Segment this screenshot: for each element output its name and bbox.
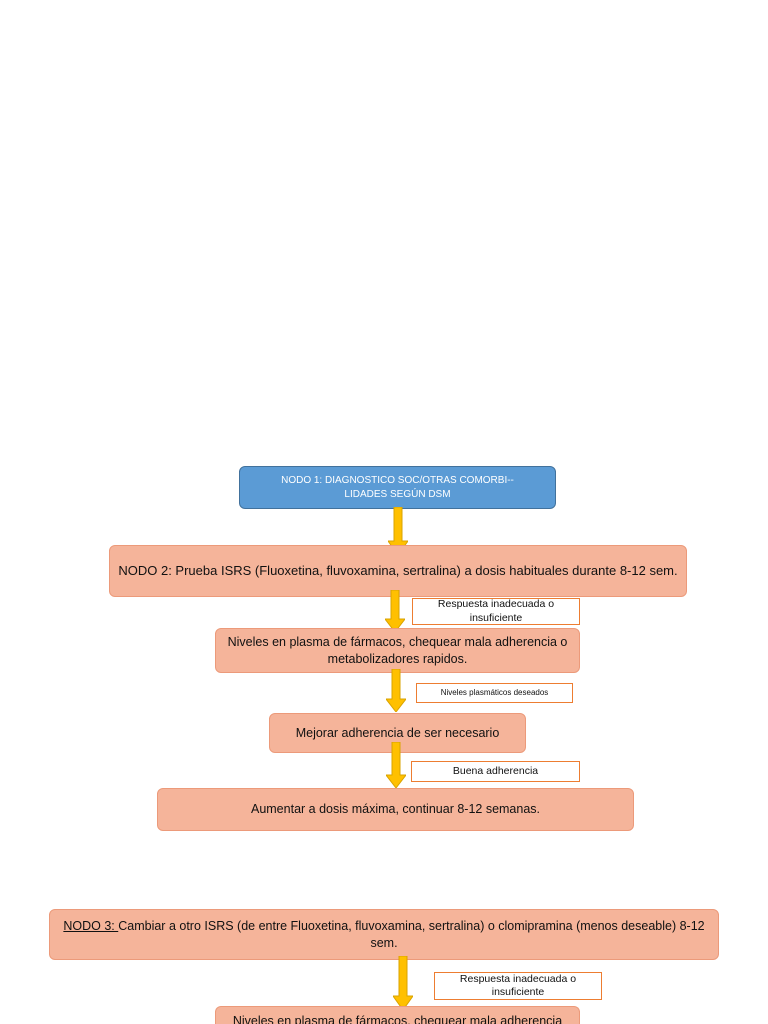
arrow-down-icon <box>386 742 406 788</box>
node-nodo-2: NODO 2: Prueba ISRS (Fluoxetina, fluvoxa… <box>109 545 687 597</box>
node-nodo-2-text: NODO 2: Prueba ISRS (Fluoxetina, fluvoxa… <box>118 563 678 579</box>
node-mejorar-adherencia-text: Mejorar adherencia de ser necesario <box>295 725 500 740</box>
edge-label-respuesta-inadecuada-2: Respuesta inadecuada o insuficiente <box>434 972 602 1000</box>
node-nodo-3: NODO 3: Cambiar a otro ISRS (de entre Fl… <box>49 909 719 960</box>
node-aumentar-dosis-text: Aumentar a dosis máxima, continuar 8-12 … <box>250 802 541 817</box>
node-niveles-plasma-text: Niveles en plasma de fármacos, chequear … <box>227 634 568 666</box>
edge-label-buena-adherencia: Buena adherencia <box>411 761 580 782</box>
node-aumentar-dosis: Aumentar a dosis máxima, continuar 8-12 … <box>157 788 634 831</box>
node-niveles-plasma: Niveles en plasma de fármacos, chequear … <box>215 628 580 673</box>
node-nodo-1-text: NODO 1: DIAGNOSTICO SOC/OTRAS COMORBI-- … <box>281 475 514 500</box>
edge-label-niveles-deseados: Niveles plasmáticos deseados <box>416 683 573 703</box>
arrow-down-icon <box>386 669 406 712</box>
node-niveles-plasma-2-text: Niveles en plasma de fármacos, chequear … <box>232 1014 563 1024</box>
arrow-down-icon <box>385 590 405 632</box>
node-nodo-3-text: NODO 3: Cambiar a otro ISRS (de entre Fl… <box>63 918 705 950</box>
arrow-down-icon <box>393 956 413 1010</box>
edge-label-respuesta-inadecuada: Respuesta inadecuada o insuficiente <box>412 598 580 625</box>
node-niveles-plasma-2: Niveles en plasma de fármacos, chequear … <box>215 1006 580 1024</box>
node-nodo-1: NODO 1: DIAGNOSTICO SOC/OTRAS COMORBI-- … <box>239 466 556 509</box>
node-nodo-3-prefix: NODO 3: <box>63 918 119 933</box>
